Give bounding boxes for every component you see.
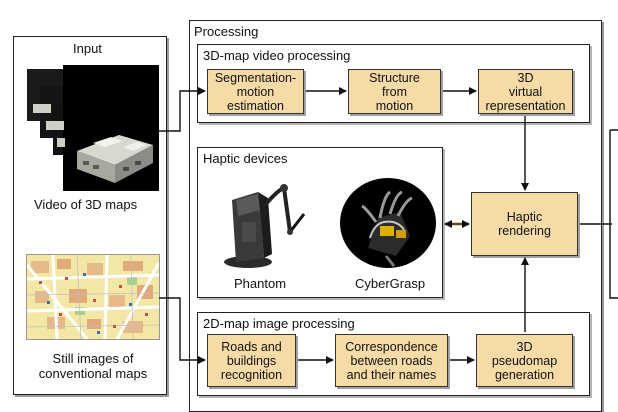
structure-from-motion-box: Structure from motion: [348, 69, 441, 114]
frame-building-glimpse: [33, 104, 51, 113]
haptic-rendering-box: Haptic rendering: [471, 192, 578, 256]
maps-caption: Still images of conventional maps: [38, 351, 148, 381]
street-map-illustration: [26, 254, 160, 340]
haptic-devices-title: Haptic devices: [203, 151, 288, 166]
correspondence-roads-names-box: Correspondence between roads and their n…: [335, 334, 448, 387]
cybergrasp-label: CyberGrasp: [355, 276, 426, 291]
video-caption: Video of 3D maps: [34, 197, 138, 212]
pseudomap-generation-box: 3D pseudomap generation: [476, 334, 573, 387]
processing-title: Processing: [194, 24, 259, 39]
segmentation-motion-box: Segmentation- motion estimation: [207, 69, 304, 114]
input-title: Input: [73, 41, 102, 56]
frame-building-glimpse: [57, 138, 65, 147]
virtual-representation-box: 3D virtual representation: [478, 69, 573, 114]
roads-buildings-recognition-box: Roads and buildings recognition: [207, 334, 296, 387]
video-frame: [63, 65, 159, 191]
video-processing-title: 3D-map video processing: [203, 48, 351, 63]
map-processing-title: 2D-map image processing: [203, 316, 355, 331]
phantom-label: Phantom: [234, 276, 287, 291]
cybergrasp-device-illustration: [340, 178, 436, 268]
phantom-device-illustration: [218, 170, 308, 272]
output-bracket: [609, 129, 618, 299]
frame-building-glimpse: [46, 121, 64, 130]
